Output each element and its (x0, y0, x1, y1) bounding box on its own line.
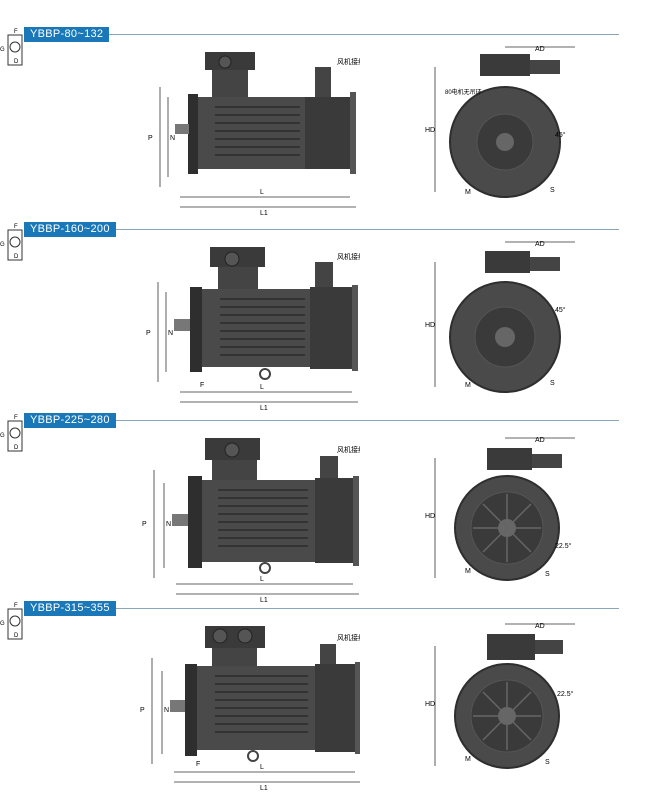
section-title: YBBP-80~132 (24, 27, 110, 42)
front-view-diagram: AD HD M S 45° 80电机无吊环 (425, 46, 575, 198)
svg-text:S: S (550, 187, 555, 194)
svg-text:S: S (545, 759, 550, 766)
side-view-diagram: P N L L1 F 风机接线盒 (146, 247, 360, 412)
svg-text:F: F (14, 603, 18, 609)
svg-text:45°: 45° (555, 131, 566, 139)
svg-text:G: G (0, 47, 5, 53)
shaft-key-detail: G F D (0, 29, 23, 66)
callout-label-front: 80电机无吊环 (445, 88, 482, 96)
svg-text:M: M (465, 756, 471, 763)
section-title: YBBP-225~280 (24, 413, 116, 428)
svg-text:22.5°: 22.5° (555, 542, 572, 550)
svg-text:S: S (545, 571, 550, 578)
svg-text:N: N (170, 135, 175, 142)
svg-text:N: N (168, 330, 173, 337)
section-4: YBBP-315~355 P N L L1 F 风机接线盒 G (0, 601, 645, 791)
svg-text:L: L (260, 384, 264, 391)
svg-text:P: P (140, 707, 145, 714)
svg-text:G: G (0, 433, 5, 439)
shaft-key-detail: G F D (0, 603, 23, 640)
svg-text:45°: 45° (555, 306, 566, 314)
section-2: YBBP-160~200 P N L L1 F 风机接线盒 G F (0, 222, 645, 412)
svg-text:F: F (14, 415, 18, 421)
callout-label: 风机接线盒 (337, 445, 360, 454)
section-1: YBBP-80~132 P N L L1 风机接线盒 G F D (0, 27, 645, 217)
svg-text:L1: L1 (260, 210, 268, 217)
svg-text:L1: L1 (260, 405, 268, 412)
svg-text:22.5°: 22.5° (557, 690, 574, 698)
svg-text:D: D (14, 445, 19, 451)
svg-text:P: P (142, 521, 147, 528)
section-3: YBBP-225~280 P N L L1 风机接线盒 G F D (0, 413, 645, 603)
section-rule (24, 229, 619, 230)
section-title: YBBP-315~355 (24, 601, 116, 616)
svg-text:G: G (0, 242, 5, 248)
svg-text:N: N (166, 521, 171, 528)
svg-text:F: F (14, 224, 18, 230)
shaft-key-detail: G F D (0, 224, 23, 261)
section-title: YBBP-160~200 (24, 222, 116, 237)
svg-text:P: P (146, 330, 151, 337)
svg-text:D: D (14, 59, 19, 65)
svg-text:HD: HD (425, 513, 435, 520)
svg-text:F: F (14, 29, 18, 35)
svg-text:HD: HD (425, 127, 435, 134)
svg-text:L1: L1 (260, 785, 268, 791)
svg-text:AD: AD (535, 623, 545, 630)
section-rule (24, 608, 619, 609)
svg-text:AD: AD (535, 437, 545, 444)
svg-text:M: M (465, 382, 471, 389)
section-rule (24, 420, 619, 421)
shaft-key-detail: G F D (0, 415, 23, 452)
side-view-diagram: P N L L1 风机接线盒 (142, 438, 360, 603)
callout-label: 风机接线盒 (337, 57, 360, 66)
svg-text:AD: AD (535, 46, 545, 53)
svg-text:D: D (14, 254, 19, 260)
svg-text:G: G (0, 621, 5, 627)
svg-text:N: N (164, 707, 169, 714)
svg-text:M: M (465, 568, 471, 575)
svg-text:L: L (260, 576, 264, 583)
svg-text:AD: AD (535, 241, 545, 248)
svg-text:HD: HD (425, 322, 435, 329)
section-rule (24, 34, 619, 35)
side-view-diagram: P N L L1 F 风机接线盒 (140, 626, 360, 791)
svg-text:L: L (260, 764, 264, 771)
svg-text:P: P (148, 135, 153, 142)
callout-label: 风机接线盒 (337, 633, 360, 642)
svg-text:M: M (465, 189, 471, 196)
front-view-diagram: AD HD M S 45° (425, 241, 575, 393)
svg-text:D: D (14, 633, 19, 639)
svg-text:L: L (260, 189, 264, 196)
svg-text:F: F (196, 761, 200, 768)
svg-text:F: F (200, 382, 204, 389)
front-view-diagram: AD HD M S 22.5° (425, 437, 575, 581)
front-view-diagram: AD HD M S 22.5° (425, 623, 575, 769)
callout-label: 风机接线盒 (337, 252, 360, 261)
svg-text:S: S (550, 380, 555, 387)
svg-text:HD: HD (425, 701, 435, 708)
svg-text:L1: L1 (260, 597, 268, 603)
side-view-diagram: P N L L1 风机接线盒 (148, 52, 360, 217)
